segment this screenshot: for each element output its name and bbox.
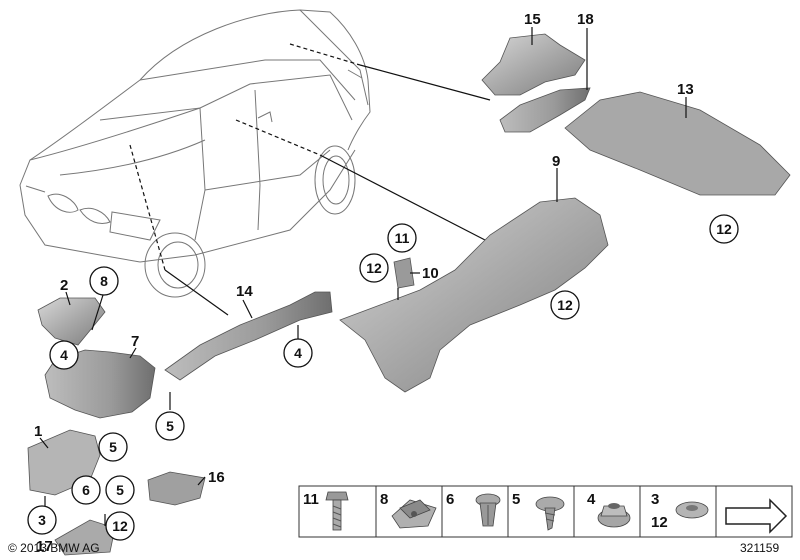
part-17-shape	[54, 519, 116, 556]
hex-nut-icon	[597, 503, 631, 528]
circled-label-5-low: 5	[105, 475, 135, 505]
svg-text:5: 5	[166, 418, 174, 434]
circled-label-4-mid: 4	[283, 338, 313, 368]
label-14: 14	[236, 283, 253, 300]
svg-text:5: 5	[109, 439, 117, 455]
screw-icon	[535, 496, 565, 531]
bolt-icon	[325, 491, 349, 531]
legend-num-5: 5	[512, 491, 520, 508]
part-leaders	[39, 27, 687, 526]
svg-text:12: 12	[557, 297, 573, 313]
circled-label-3: 3	[27, 505, 57, 535]
svg-text:6: 6	[82, 482, 90, 498]
svg-text:12: 12	[112, 518, 128, 534]
expanding-rivet-icon	[475, 493, 501, 527]
part-15-shape	[481, 33, 586, 96]
svg-text:8: 8	[100, 273, 108, 289]
svg-text:4: 4	[294, 345, 302, 361]
clip-nut-icon	[391, 499, 437, 529]
label-15: 15	[524, 11, 541, 28]
svg-text:11: 11	[395, 230, 410, 246]
label-9: 9	[552, 153, 560, 170]
arrow-icon	[725, 498, 788, 534]
legend-num-6: 6	[446, 491, 454, 508]
label-7: 7	[131, 333, 139, 350]
legend-num-4: 4	[587, 491, 596, 508]
circled-label-6: 6	[71, 475, 101, 505]
label-17: 17	[36, 538, 53, 555]
circled-label-12-low: 12	[105, 511, 135, 541]
label-1: 1	[34, 423, 42, 440]
circled-label-5-mid: 5	[155, 411, 185, 441]
circled-label-4-left: 4	[49, 340, 79, 370]
part-10-shape	[393, 257, 415, 289]
legend-num-3: 3	[651, 491, 659, 508]
svg-text:5: 5	[116, 482, 124, 498]
label-2: 2	[60, 277, 68, 294]
circled-label-8: 8	[89, 266, 119, 296]
part-labels: 15 18 13 9 10 14 2 7 1 16 17 12 11 12 12…	[27, 11, 739, 555]
part-16-shape	[147, 471, 206, 506]
part-9-shape	[339, 197, 609, 393]
part-7-shape	[44, 349, 156, 419]
washer-nut-icon	[675, 501, 709, 519]
label-13: 13	[677, 81, 694, 98]
circled-label-12-mid2: 12	[550, 290, 580, 320]
label-18: 18	[577, 11, 594, 28]
circled-label-12-right: 12	[709, 214, 739, 244]
legend-num-12: 12	[651, 514, 668, 531]
legend-num-11: 11	[303, 491, 319, 508]
legend-num-8: 8	[380, 491, 388, 508]
svg-text:12: 12	[366, 260, 382, 276]
vehicle-outline	[19, 9, 371, 298]
part-13-shape	[564, 91, 791, 196]
label-10: 10	[422, 265, 439, 282]
svg-text:4: 4	[60, 347, 68, 363]
document-number: 321159	[740, 541, 780, 555]
circled-label-12-mid: 12	[359, 253, 389, 283]
fastener-legend: 11 8 6 5 4 3 12	[298, 485, 793, 538]
svg-text:12: 12	[716, 221, 732, 237]
leader-lines	[129, 43, 491, 316]
circled-label-5-left: 5	[98, 432, 128, 462]
part-14-shape	[164, 291, 333, 381]
svg-text:3: 3	[38, 512, 46, 528]
part-18-shape	[499, 87, 591, 133]
label-16: 16	[208, 469, 225, 486]
copyright-text: © 2013 BMW AG	[8, 541, 100, 555]
circled-label-11: 11	[387, 223, 417, 253]
